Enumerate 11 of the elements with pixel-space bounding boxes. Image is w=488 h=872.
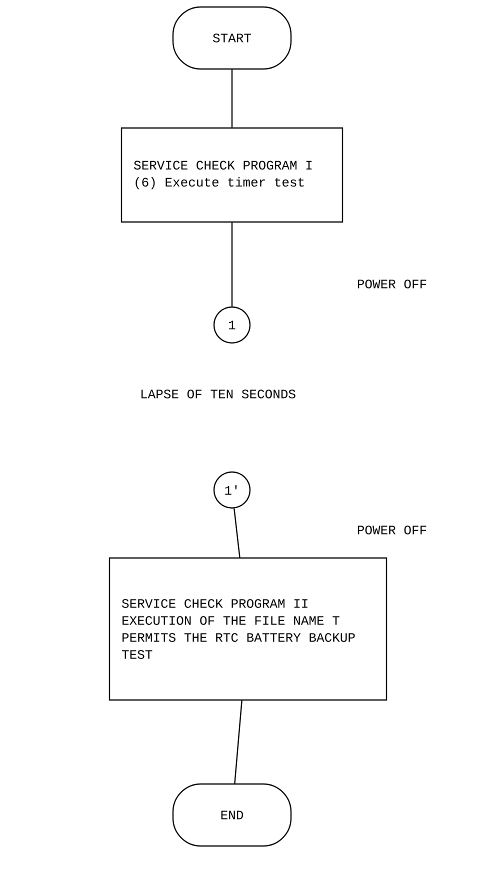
- connector-line: [234, 508, 240, 558]
- note-text: POWER OFF: [358, 526, 426, 534]
- process-box: SERVICE CHECK PROGRAM II EXECUTION OF THE FILE NAME T PERMITS THE RTC BATTERY BACKUP TEST: [108, 557, 388, 701]
- connector-line: [231, 70, 233, 128]
- terminal: END: [172, 783, 292, 847]
- connector-line: [231, 222, 233, 306]
- note-text: POWER OFF: [358, 280, 426, 288]
- connector-line: [234, 700, 242, 784]
- note-text: LAPSE OF TEN SECONDS: [142, 390, 296, 398]
- terminal: START: [172, 6, 292, 70]
- process-box: SERVICE CHECK PROGRAM I (6) Execute timer test: [120, 127, 344, 223]
